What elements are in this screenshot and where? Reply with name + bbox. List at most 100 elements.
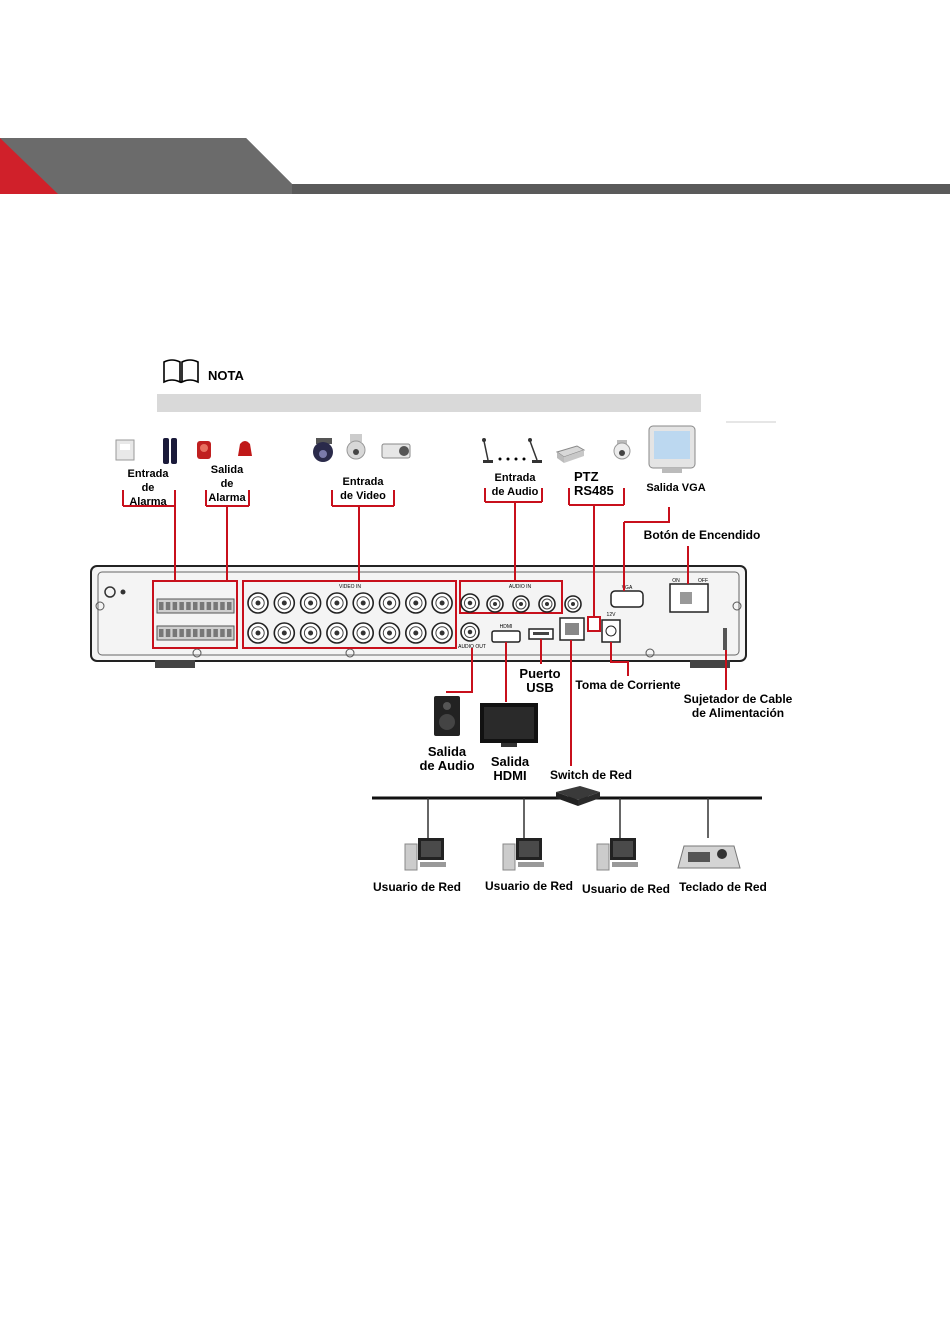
network-user-icon-3 — [596, 838, 638, 871]
video-in-connector — [352, 592, 375, 614]
power-panel-text: 12V — [607, 612, 617, 618]
network-keyboard-icon — [677, 845, 741, 869]
video-in-panel-text: VIDEO IN — [339, 584, 361, 590]
audio-in-connector — [460, 593, 480, 613]
alarm-terminal-pin — [199, 602, 205, 610]
video-in-connector — [299, 622, 322, 644]
alarm-terminal-pin — [213, 629, 218, 637]
network-switch-icon — [556, 786, 600, 806]
alarm-terminal-pin — [179, 602, 184, 610]
video-in-connector — [404, 622, 427, 644]
cable-holder — [723, 628, 727, 650]
video-in-connector — [273, 592, 296, 614]
header-gray-tab — [0, 138, 292, 194]
hdmi-panel-text: HDMI — [500, 624, 513, 630]
microphone-icon-1 — [482, 438, 493, 463]
speed-dome-icon — [555, 445, 586, 463]
alarm-terminal-pin — [220, 629, 225, 637]
video-in-connector — [247, 592, 269, 614]
box-camera-icon — [381, 443, 411, 459]
alarm-bell-icon — [197, 441, 211, 459]
connector-lines — [122, 488, 727, 766]
audio-in-connector — [564, 595, 582, 613]
label-network-user-2: Usuario de Red — [484, 879, 574, 893]
video-in-connector — [378, 592, 401, 614]
network-user-icon-2 — [502, 838, 544, 871]
alarm-terminal-pin — [159, 629, 164, 637]
label-network-user-1: Usuario de Red — [372, 880, 462, 894]
alarm-terminal-pin — [193, 629, 198, 637]
video-in-connector — [247, 622, 269, 644]
video-in-box — [242, 580, 457, 649]
speaker-icon — [434, 696, 460, 736]
video-in-connector — [352, 622, 375, 644]
microphone-dots — [498, 457, 526, 461]
audio-out-panel-text: AUDIO OUT — [458, 644, 486, 650]
rear-ports: HDMI 12V VGA ON OFF — [491, 578, 727, 650]
label-vga-out: Salida VGA — [646, 482, 706, 494]
microphone-icon-2 — [528, 438, 542, 463]
vga-port — [610, 590, 644, 608]
video-in-connector — [326, 622, 348, 644]
audio-in-panel-text: AUDIO IN — [509, 584, 532, 590]
alarm-terminal-pin — [213, 602, 218, 610]
alarm-terminal-pin — [227, 602, 232, 610]
alarm-terminal-pin — [220, 602, 225, 610]
alarm-terminal-pin — [172, 629, 178, 637]
video-in-connector — [431, 592, 453, 614]
audio-in-connector — [486, 595, 504, 613]
alarm-terminal-pin — [159, 602, 164, 610]
audio-in-connector — [512, 595, 530, 613]
alarm-beam-icon — [163, 438, 177, 464]
alarm-terminal-pin — [193, 602, 198, 610]
rs485-port — [587, 616, 601, 632]
video-in-connector — [431, 622, 453, 644]
alarm-terminal-pin — [227, 629, 232, 637]
audio-in-box — [459, 580, 563, 614]
note-bar-tail — [726, 421, 776, 423]
label-network-keyboard: Teclado de Red — [679, 880, 767, 894]
ptz-camera-icon — [346, 434, 366, 460]
audio-in-connector — [538, 595, 556, 613]
power-socket — [601, 619, 621, 643]
dome-camera-icon — [313, 438, 333, 462]
label-network-switch: Switch de Red — [549, 768, 632, 782]
label-power-socket: Toma de Corriente — [575, 678, 681, 692]
header-banner — [0, 138, 950, 194]
alarm-terminal-pin — [186, 629, 191, 637]
label-power-button: Botón de Encendido — [643, 528, 761, 542]
video-in-connector — [273, 622, 296, 644]
alarm-terminal-pin — [186, 602, 191, 610]
alarm-terminal-pin — [199, 629, 205, 637]
audio-out-connector — [460, 622, 480, 642]
video-in-connector — [326, 592, 348, 614]
book-icon — [163, 359, 199, 384]
alarm-terminal-pin — [165, 629, 171, 637]
on-panel-text: ON — [672, 578, 680, 584]
mini-dome-icon — [613, 440, 631, 460]
hdmi-port — [491, 630, 521, 643]
hdmi-tv-icon — [480, 703, 538, 747]
header-red-corner — [0, 138, 58, 194]
alarm-siren-icon — [238, 441, 252, 456]
alarm-sensor-icon — [115, 439, 135, 461]
vga-panel-text: VGA — [622, 585, 633, 591]
alarm-terminal-pin — [179, 629, 184, 637]
vga-monitor-icon — [648, 425, 696, 473]
network-user-icon-1 — [404, 838, 446, 871]
video-in-connector — [404, 592, 427, 614]
note-label: NOTA — [208, 368, 244, 383]
video-in-connector — [299, 592, 322, 614]
note-bar — [157, 394, 701, 412]
video-in-connector — [378, 622, 401, 644]
